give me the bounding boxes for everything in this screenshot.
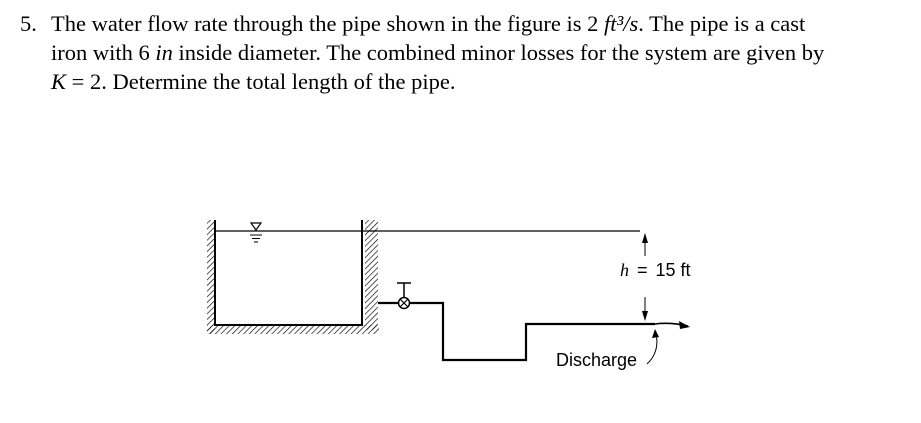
- line2-post: inside diameter. The combined minor loss…: [172, 40, 825, 65]
- problem-text: The water flow rate through the pipe sho…: [51, 9, 900, 96]
- discharge-label: Discharge: [556, 350, 637, 370]
- svg-text:h=15 ft: h = 15 ft: [620, 260, 691, 280]
- line1-post: . The pipe is a cast: [638, 11, 806, 36]
- reservoir-bottom-hatch: [207, 325, 379, 334]
- flow-unit: ft³/s: [603, 11, 639, 36]
- head-symbol: h: [620, 260, 629, 280]
- k-symbol: K: [51, 69, 67, 94]
- problem-statement: 5. The water flow rate through the pipe …: [20, 9, 900, 96]
- head-dimension-bottom-arrow: [642, 297, 648, 321]
- head-dimension-top-arrow: [642, 233, 648, 256]
- discharge-leader-arrow: [646, 329, 659, 365]
- line2-pre: iron with 6: [51, 40, 156, 65]
- line1-pre: The water flow rate through the pipe sho…: [51, 11, 604, 36]
- reservoir-outline: [214, 220, 363, 326]
- pipe: [378, 301, 655, 362]
- diameter-unit: in: [155, 40, 173, 65]
- head-equals: =: [637, 260, 648, 280]
- valve-icon: [397, 282, 411, 310]
- reservoir-right-wall-hatch: [365, 220, 378, 330]
- reservoir-left-wall-hatch: [207, 220, 215, 334]
- line3-post: = 2. Determine the total length of the p…: [66, 69, 456, 94]
- free-surface-symbol: [249, 222, 263, 243]
- discharge-flow-arrow: [654, 321, 690, 329]
- problem-number: 5.: [20, 11, 37, 36]
- head-value: 15 ft: [656, 260, 691, 280]
